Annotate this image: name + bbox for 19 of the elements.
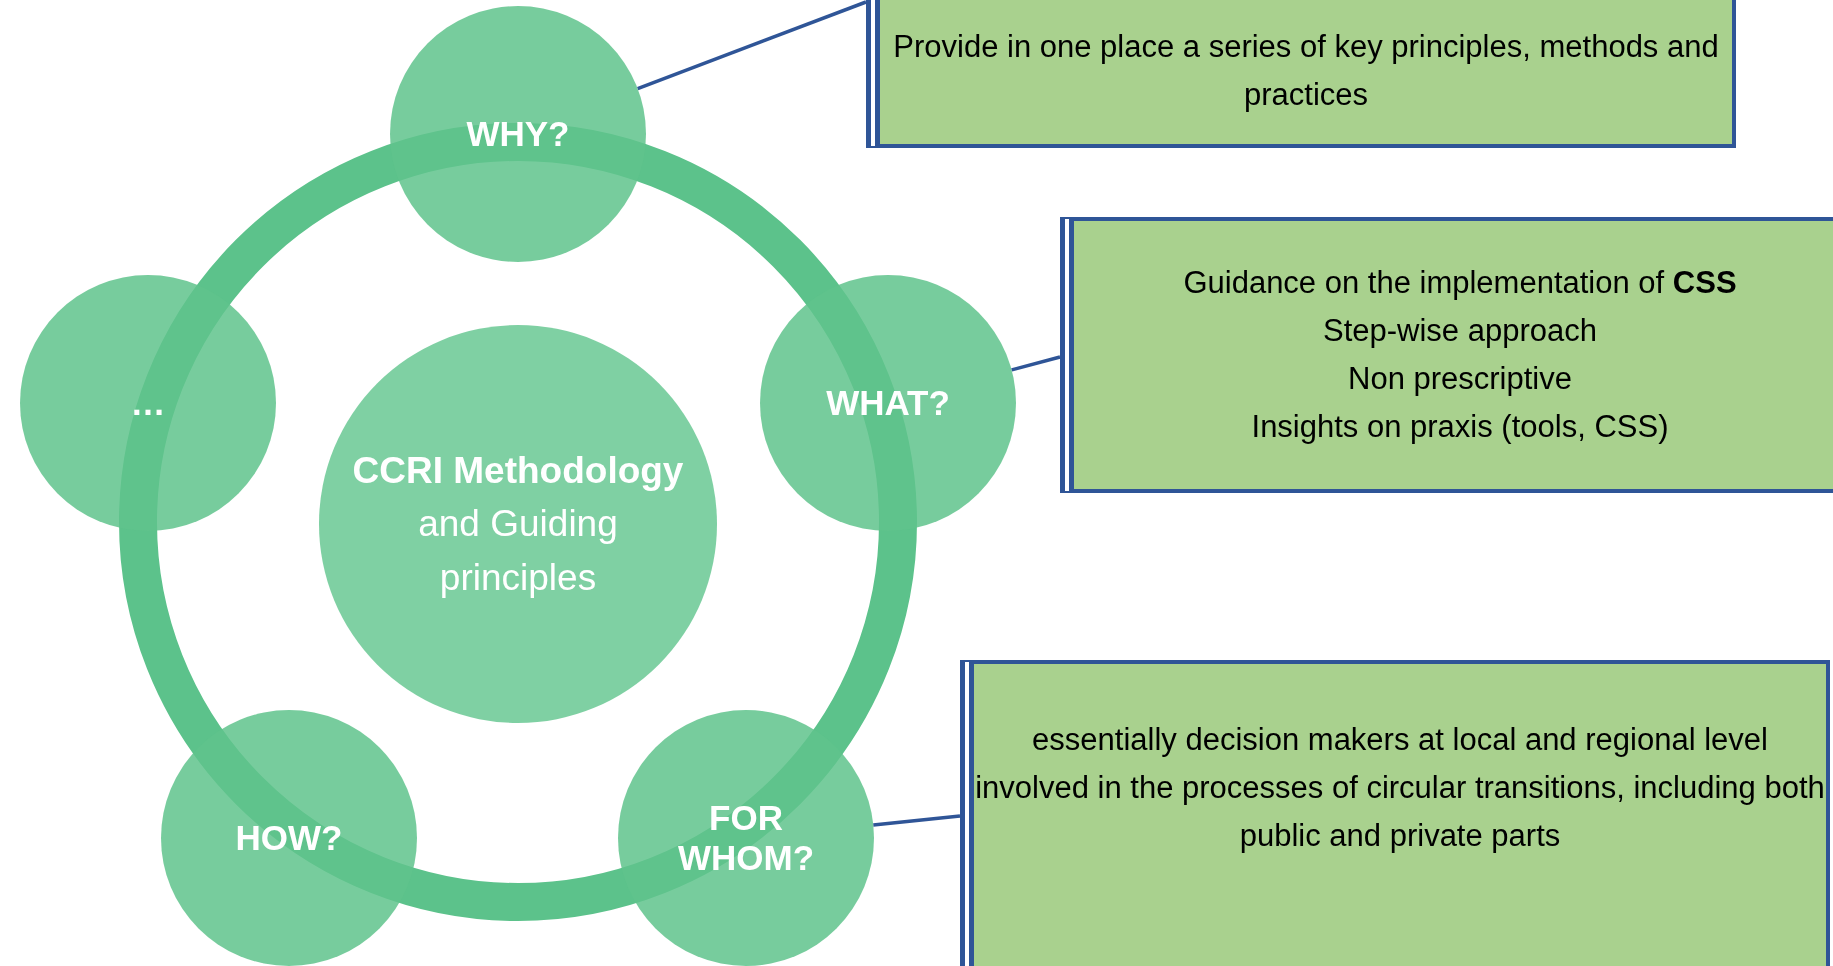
box-text: essentially decision makers at local and regional level involved in the processes of circular transitions, including both public and private parts <box>974 721 1826 856</box>
box-text: Non prescriptive <box>1348 360 1572 398</box>
text-box <box>866 0 1736 148</box>
text-box <box>960 660 1830 966</box>
circle-label: CCRI Methodology <box>352 448 684 493</box>
connector-line <box>1011 355 1061 372</box>
circle-label: and Guiding principles <box>417 502 619 600</box>
circle-label: WHY? <box>466 114 570 154</box>
box-text: Step-wise approach <box>1323 311 1597 350</box>
text-box <box>1060 217 1833 493</box>
connector-line <box>873 814 961 827</box>
circle-label: FOR WHOM? <box>676 798 816 878</box>
circle-label: WHAT? <box>826 383 950 423</box>
connector-line <box>637 0 867 91</box>
box-text: Guidance on the implementation of CSS <box>1183 263 1737 302</box>
box-text: Provide in one place a series of key principles, methods and practices <box>892 27 1720 114</box>
circle-label: HOW? <box>235 818 343 858</box>
circle-label: … <box>130 383 166 423</box>
box-text: Insights on praxis (tools, CSS) <box>1251 408 1669 447</box>
